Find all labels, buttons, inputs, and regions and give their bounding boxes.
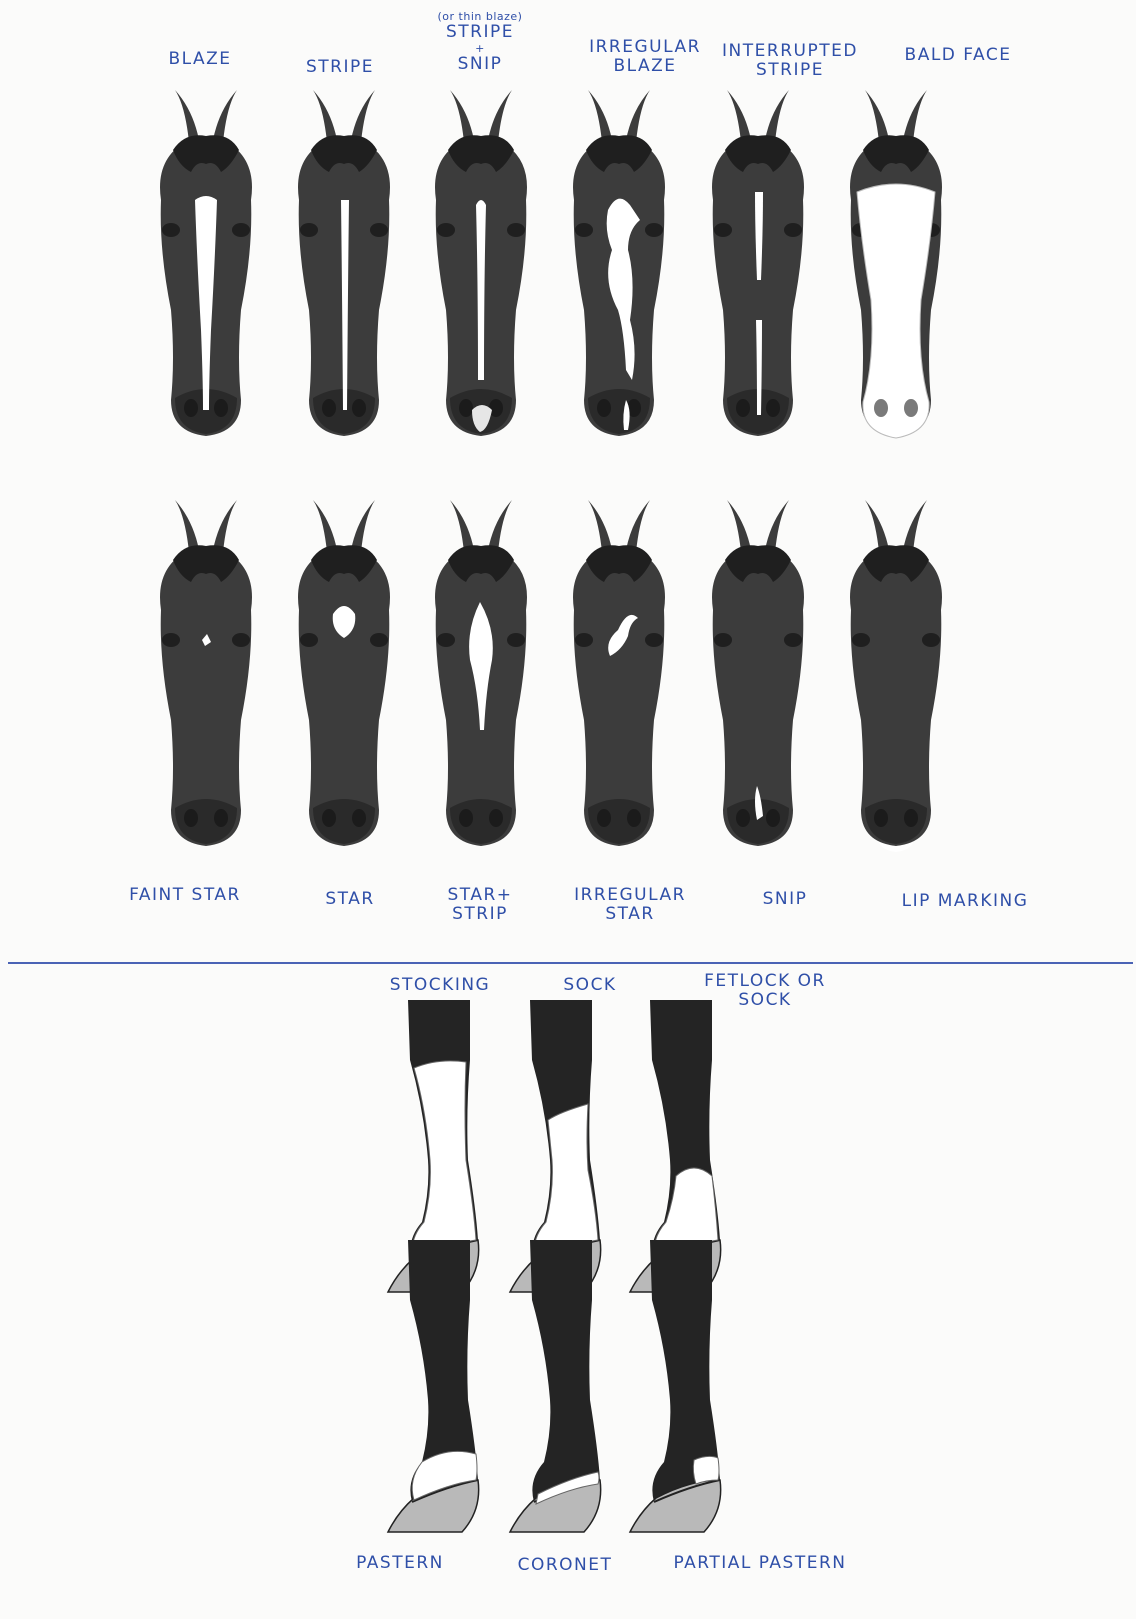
label-stocking: STOCKING [370, 976, 510, 995]
horse-head-stripe-snip [420, 80, 542, 450]
horse-head-interrupted-stripe [697, 80, 819, 450]
label-pastern: PASTERN [330, 1554, 470, 1573]
horse-head-stripe [283, 80, 405, 450]
label-star-strip: STAR+ STRIP [425, 886, 535, 924]
label-stripe: STRIPE [290, 58, 390, 77]
horse-head-star [283, 490, 405, 860]
label-faint-star: FAINT STAR [100, 886, 270, 905]
section-divider [8, 962, 1133, 964]
horse-head-irregular-blaze [558, 80, 680, 450]
horse-head-faint-star [145, 490, 267, 860]
horse-head-blaze [145, 80, 267, 450]
label-irregular-blaze: IRREGULAR BLAZE [580, 38, 710, 76]
label-bald-face: BALD FACE [878, 46, 1038, 65]
horse-leg-pastern [378, 1240, 508, 1540]
label-partial-pastern: PARTIAL PASTERN [635, 1554, 885, 1573]
label-snip: SNIP [735, 890, 835, 909]
horse-head-irregular-star [558, 490, 680, 860]
horse-head-snip [697, 490, 819, 860]
label-interrupted-stripe: INTERRUPTED STRIPE [715, 42, 865, 80]
label-coronet: CORONET [500, 1556, 630, 1575]
horse-leg-coronet [500, 1240, 630, 1540]
horse-head-bald-face [835, 80, 957, 450]
label-irregular-star: IRREGULAR STAR [560, 886, 700, 924]
label-stripe-snip: (or thin blaze) STRIPE + SNIP [415, 10, 545, 74]
label-star: STAR [300, 890, 400, 909]
horse-leg-partial-pastern [620, 1240, 750, 1540]
label-sock: SOCK [540, 976, 640, 995]
horse-head-lip-marking [835, 490, 957, 860]
label-lip-marking: LIP MARKING [870, 892, 1060, 911]
horse-head-star-strip [420, 490, 542, 860]
label-blaze: BLAZE [150, 50, 250, 69]
